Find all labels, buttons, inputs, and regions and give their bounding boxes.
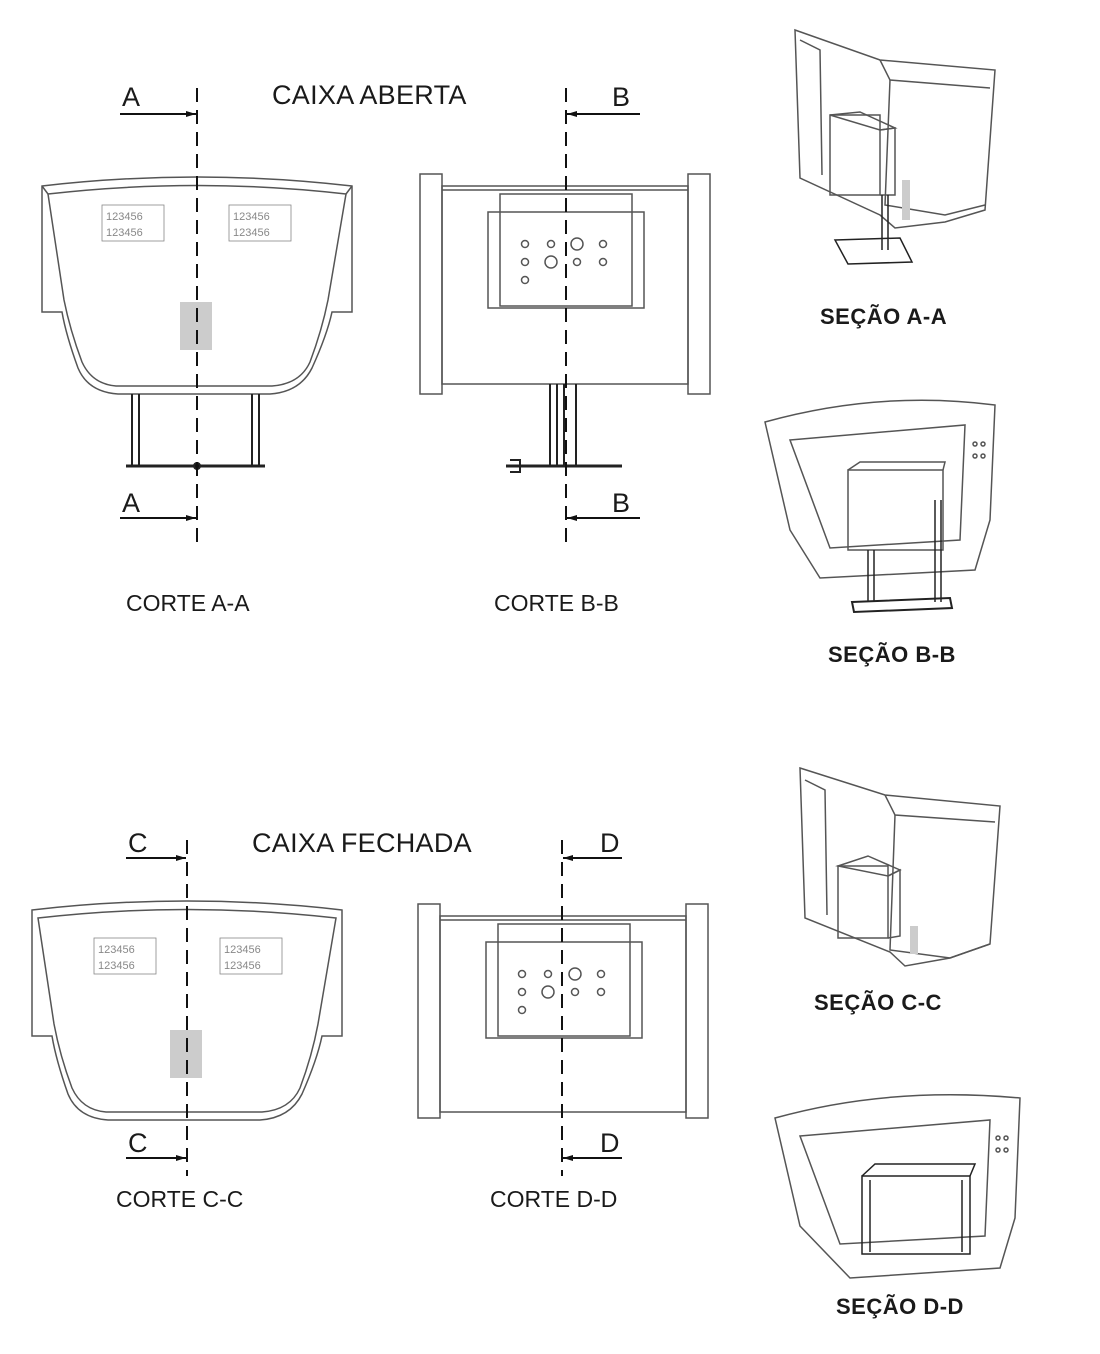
secao-b-label: SEÇÃO B-B [828,642,956,667]
digit-text: 123456 [106,211,143,223]
digit-text: 123456 [98,944,135,956]
secao-a-isometric [794,28,996,265]
cut-c-top-letter: C [128,828,148,858]
meter-digits-c: 123456 123456 123456 123456 [98,944,261,972]
digit-text: 123456 [224,960,261,972]
corte-c-front-view [31,900,343,1121]
title-caixa-aberta: CAIXA ABERTA [272,80,467,110]
title-caixa-fechada: CAIXA FECHADA [252,828,472,858]
cut-b-bottom-letter: B [612,488,631,518]
corte-a-label: CORTE A-A [126,590,250,616]
digit-text: 123456 [98,960,135,972]
corte-d-label: CORTE D-D [490,1186,618,1212]
cut-line-c [126,840,188,1176]
cut-d-bottom-letter: D [600,1128,620,1158]
meter-digits-a: 123456 123456 123456 123456 [106,211,270,239]
secao-d-isometric [774,1094,1021,1279]
cut-line-d [561,840,622,1176]
cut-d-top-letter: D [600,828,620,858]
secao-a-label: SEÇÃO A-A [820,304,948,329]
cut-a-top-letter: A [122,82,141,112]
secao-c-label: SEÇÃO C-C [814,990,942,1015]
cut-line-a [120,88,198,545]
secao-d-label: SEÇÃO D-D [836,1294,964,1319]
digit-text: 123456 [233,227,270,239]
digit-text: 123456 [224,944,261,956]
digit-text: 123456 [233,211,270,223]
corte-c-label: CORTE C-C [116,1186,244,1212]
cut-line-b [565,88,640,545]
support-b [506,384,622,473]
corte-a-front-view [41,176,353,395]
corte-d-side-view [417,903,709,1119]
secao-b-isometric [764,399,996,614]
cut-b-top-letter: B [612,82,631,112]
digit-text: 123456 [106,227,143,239]
cut-a-bottom-letter: A [122,488,141,518]
cut-c-bottom-letter: C [128,1128,148,1158]
support-a [126,394,265,470]
secao-c-isometric [799,766,1001,967]
corte-b-label: CORTE B-B [494,590,619,616]
